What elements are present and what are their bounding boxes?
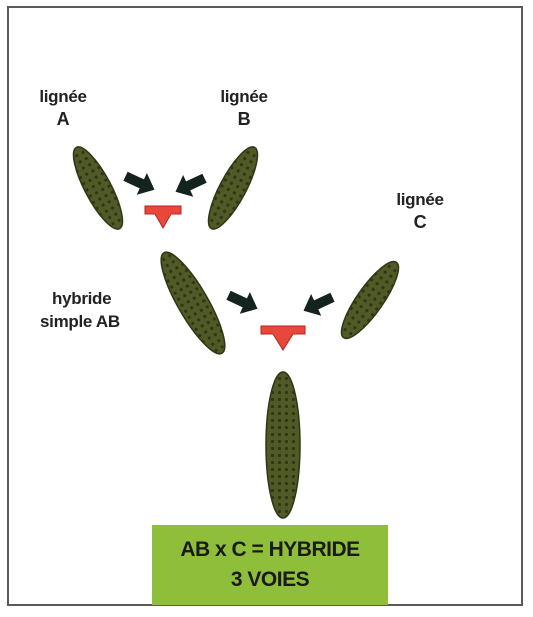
pollen-arrow-right-icon [170, 167, 209, 202]
ear-ab-icon [151, 245, 235, 360]
result-formula: AB x C = HYBRIDE [152, 535, 388, 565]
line-a-title: lignée [39, 87, 86, 106]
ear-b-icon [200, 141, 266, 234]
pollen-arrow-left-icon [223, 284, 262, 319]
line-c-label: lignée C [392, 189, 448, 233]
hybrid-simple-subtitle: simple AB [40, 310, 120, 333]
line-b-letter: B [219, 108, 269, 130]
pollen-arrow-left-icon [120, 165, 159, 200]
hybrid-simple-label: hybride simple AB [40, 287, 120, 333]
line-c-letter: C [392, 211, 448, 233]
result-box: AB x C = HYBRIDE 3 VOIES [152, 525, 388, 605]
ear-3way-icon [266, 372, 300, 518]
merge-arrow-icon [145, 206, 181, 228]
ear-c-icon [333, 255, 407, 345]
line-a-label: lignée A [38, 86, 88, 130]
hybrid-simple-title: hybride [40, 287, 120, 310]
line-b-label: lignée B [219, 86, 269, 130]
ear-a-icon [65, 141, 131, 234]
result-type: 3 VOIES [152, 565, 388, 595]
merge-arrow-icon [261, 326, 305, 350]
pollen-arrow-right-icon [298, 286, 337, 321]
line-b-title: lignée [220, 87, 267, 106]
line-a-letter: A [38, 108, 88, 130]
line-c-title: lignée [396, 190, 443, 209]
